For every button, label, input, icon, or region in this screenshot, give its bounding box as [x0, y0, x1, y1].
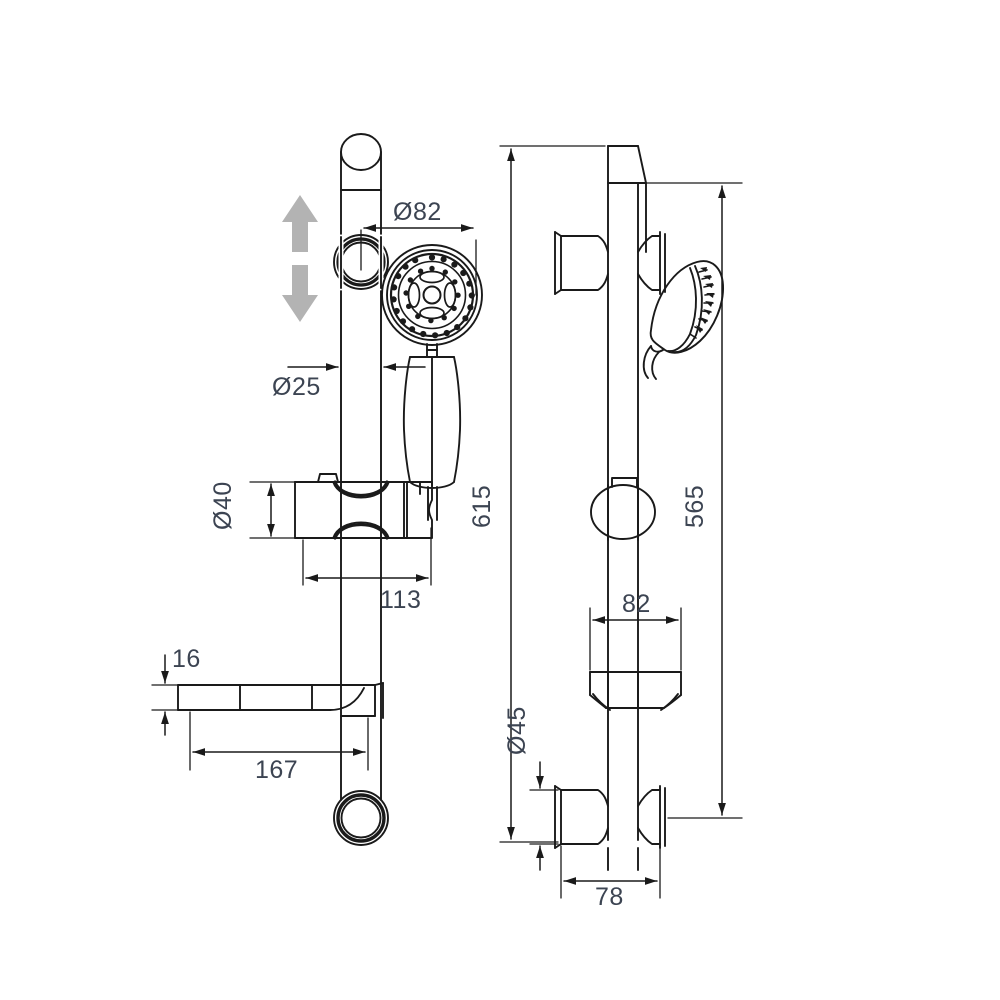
side-upper-wall-bracket — [554, 231, 666, 295]
dimension-label-d25: Ø25 — [272, 373, 321, 401]
dimension-d167 — [189, 711, 369, 771]
dimension-label-d78: 78 — [595, 883, 624, 911]
shower-head-face — [381, 244, 483, 357]
dimension-label-d16: 16 — [172, 645, 201, 673]
dimension-d82-side — [589, 607, 682, 671]
side-soap-dish — [589, 671, 682, 711]
side-rail-tube — [607, 145, 647, 841]
up-down-arrows-icon — [282, 195, 318, 322]
dimension-d40 — [249, 481, 299, 539]
side-lower-wall-bracket — [554, 785, 666, 871]
side-view-group — [499, 145, 743, 899]
sliding-bracket — [294, 473, 433, 540]
dimension-label-d615: 615 — [468, 485, 496, 528]
dimension-label-d167: 167 — [255, 756, 298, 784]
dimension-d45 — [529, 761, 559, 871]
dimension-label-d113: 113 — [380, 586, 421, 614]
dimension-d113 — [302, 527, 432, 586]
soap-dish-front — [177, 682, 384, 719]
dimension-label-d40: Ø40 — [209, 481, 237, 530]
side-sliding-bracket — [590, 477, 656, 541]
dimension-d565 — [640, 182, 743, 819]
dimension-d615 — [499, 145, 606, 843]
rail-bottom-ring — [333, 790, 389, 846]
dimension-label-d565: 565 — [681, 485, 709, 528]
side-handset — [642, 260, 724, 380]
dimension-d78 — [560, 845, 661, 899]
front-view-group — [151, 133, 483, 846]
handset-slider-ring — [333, 234, 389, 291]
dimension-d82 — [360, 224, 477, 296]
dimension-label-d45: Ø45 — [503, 706, 531, 755]
dimension-d25 — [287, 299, 426, 561]
dimension-d16 — [151, 654, 191, 736]
dimension-label-d82-side: 82 — [622, 590, 651, 618]
dimension-label-d82: Ø82 — [393, 198, 442, 226]
